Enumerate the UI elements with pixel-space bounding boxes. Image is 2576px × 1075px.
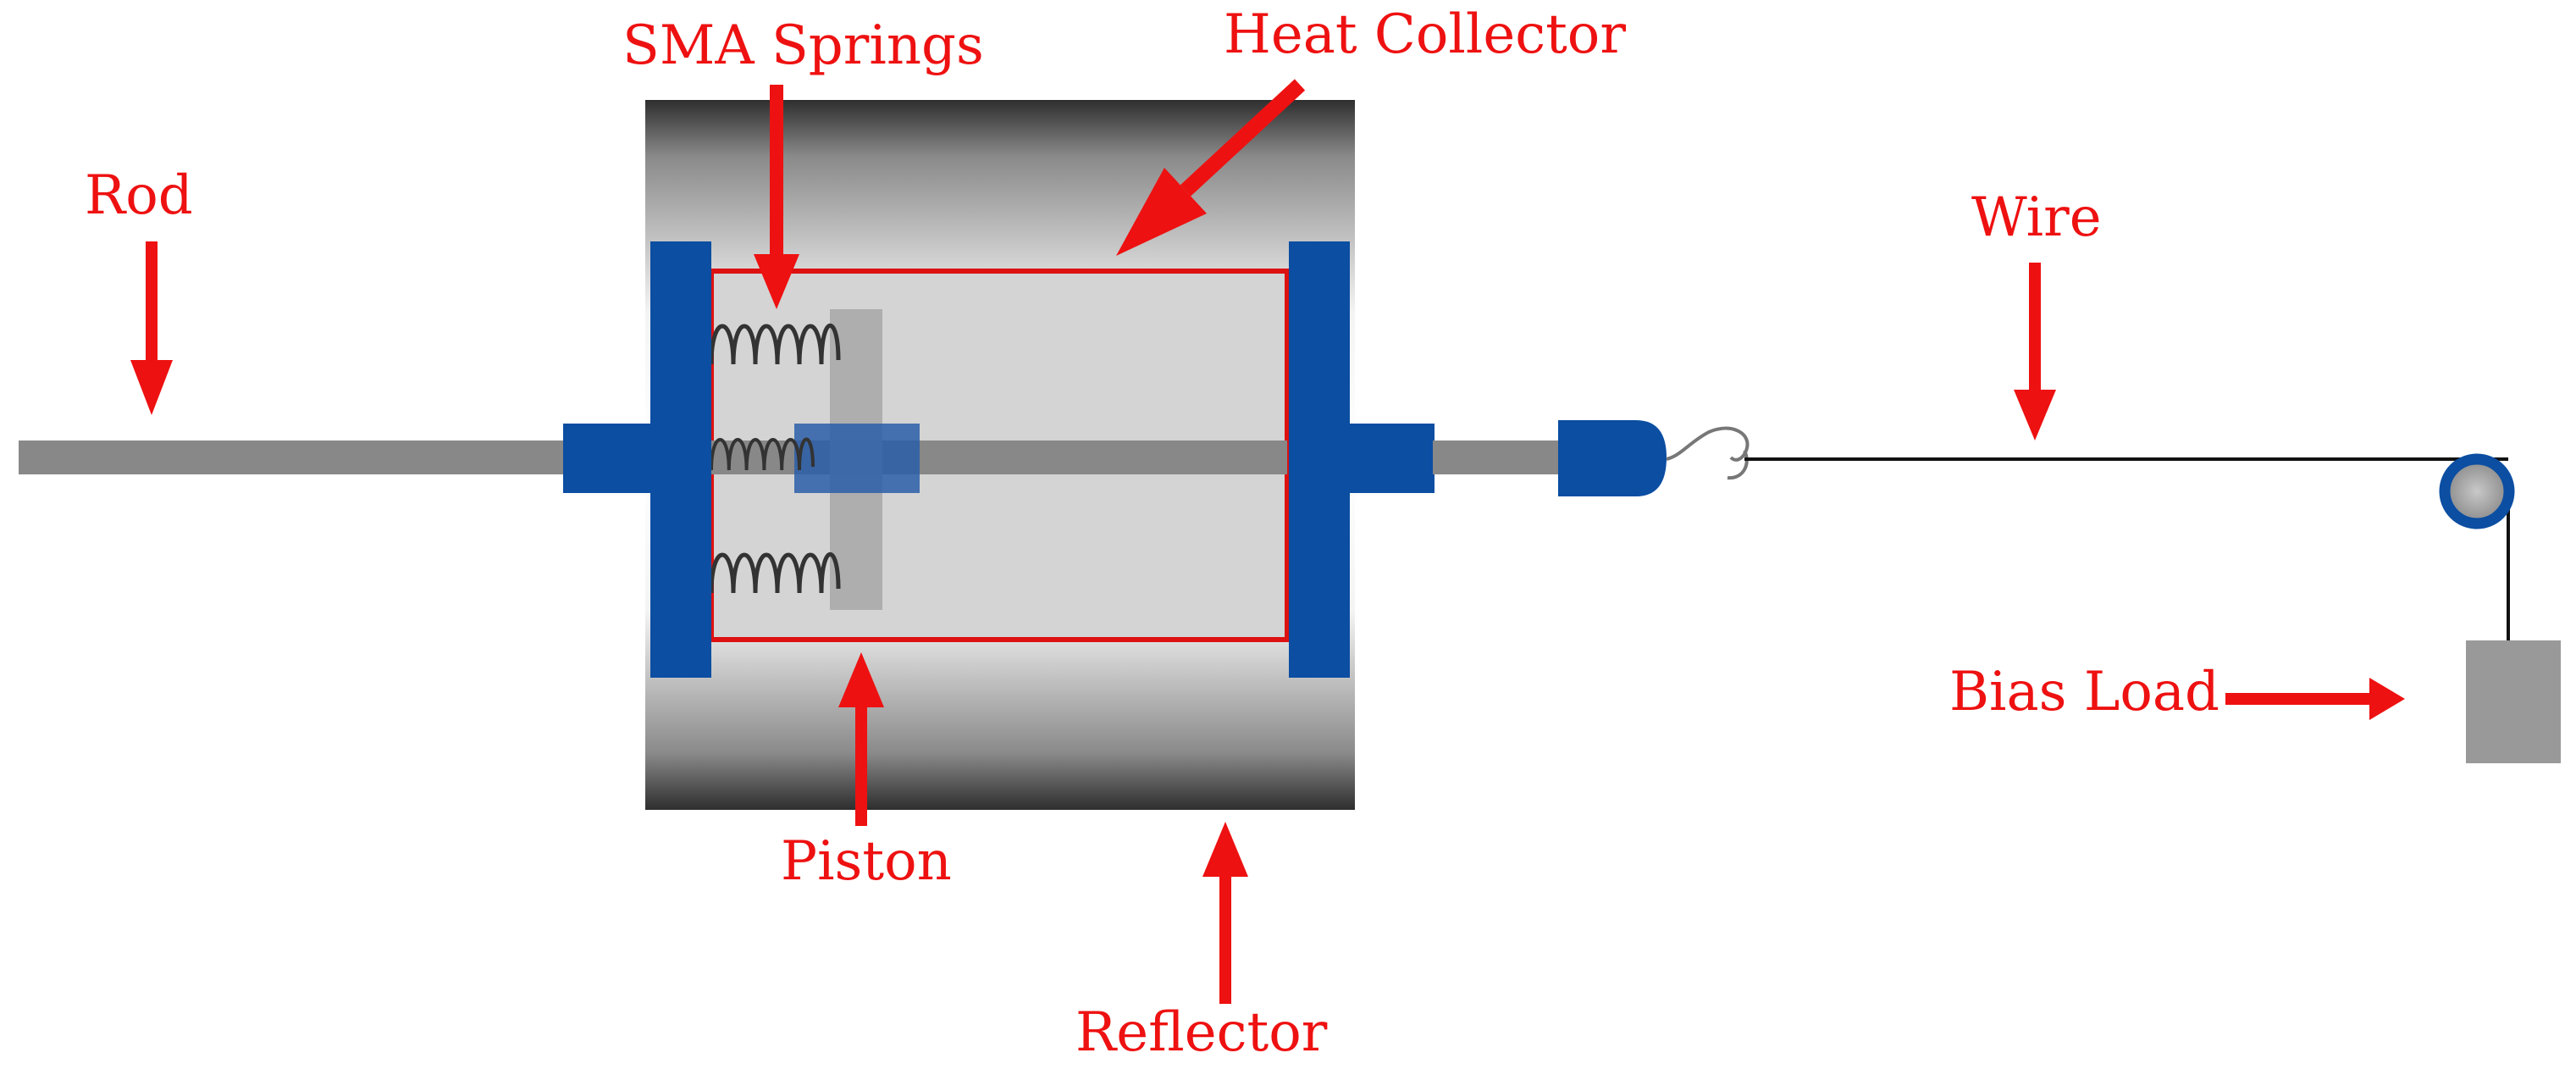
reflector-arrow xyxy=(1202,822,1248,1004)
rod-right xyxy=(1433,441,1568,474)
wire-arrow xyxy=(2014,263,2056,441)
pulley-icon xyxy=(2439,453,2515,529)
left-hub xyxy=(563,424,652,493)
piston-arrow xyxy=(838,652,884,826)
left-end-plate xyxy=(650,241,711,678)
bias-load-arrow xyxy=(2225,678,2405,720)
label-piston: Piston xyxy=(781,830,952,893)
piston-hub xyxy=(794,424,920,493)
right-hub xyxy=(1348,424,1434,493)
label-bias-load: Bias Load xyxy=(1949,661,2219,723)
label-sma-springs: SMA Springs xyxy=(622,14,984,77)
rod-arrow xyxy=(130,241,173,415)
hook-icon xyxy=(1666,426,1750,462)
heat-collector-arrow xyxy=(1116,79,1306,256)
label-heat-collector: Heat Collector xyxy=(1224,3,1626,66)
rod-left xyxy=(19,441,569,474)
label-rod: Rod xyxy=(85,164,193,227)
rod-end-connector xyxy=(1558,420,1667,496)
sma-springs-arrow xyxy=(754,85,799,309)
bias-load-weight xyxy=(2466,640,2561,763)
label-wire: Wire xyxy=(1971,186,2102,249)
label-reflector: Reflector xyxy=(1075,1001,1328,1064)
right-end-plate xyxy=(1289,241,1350,678)
